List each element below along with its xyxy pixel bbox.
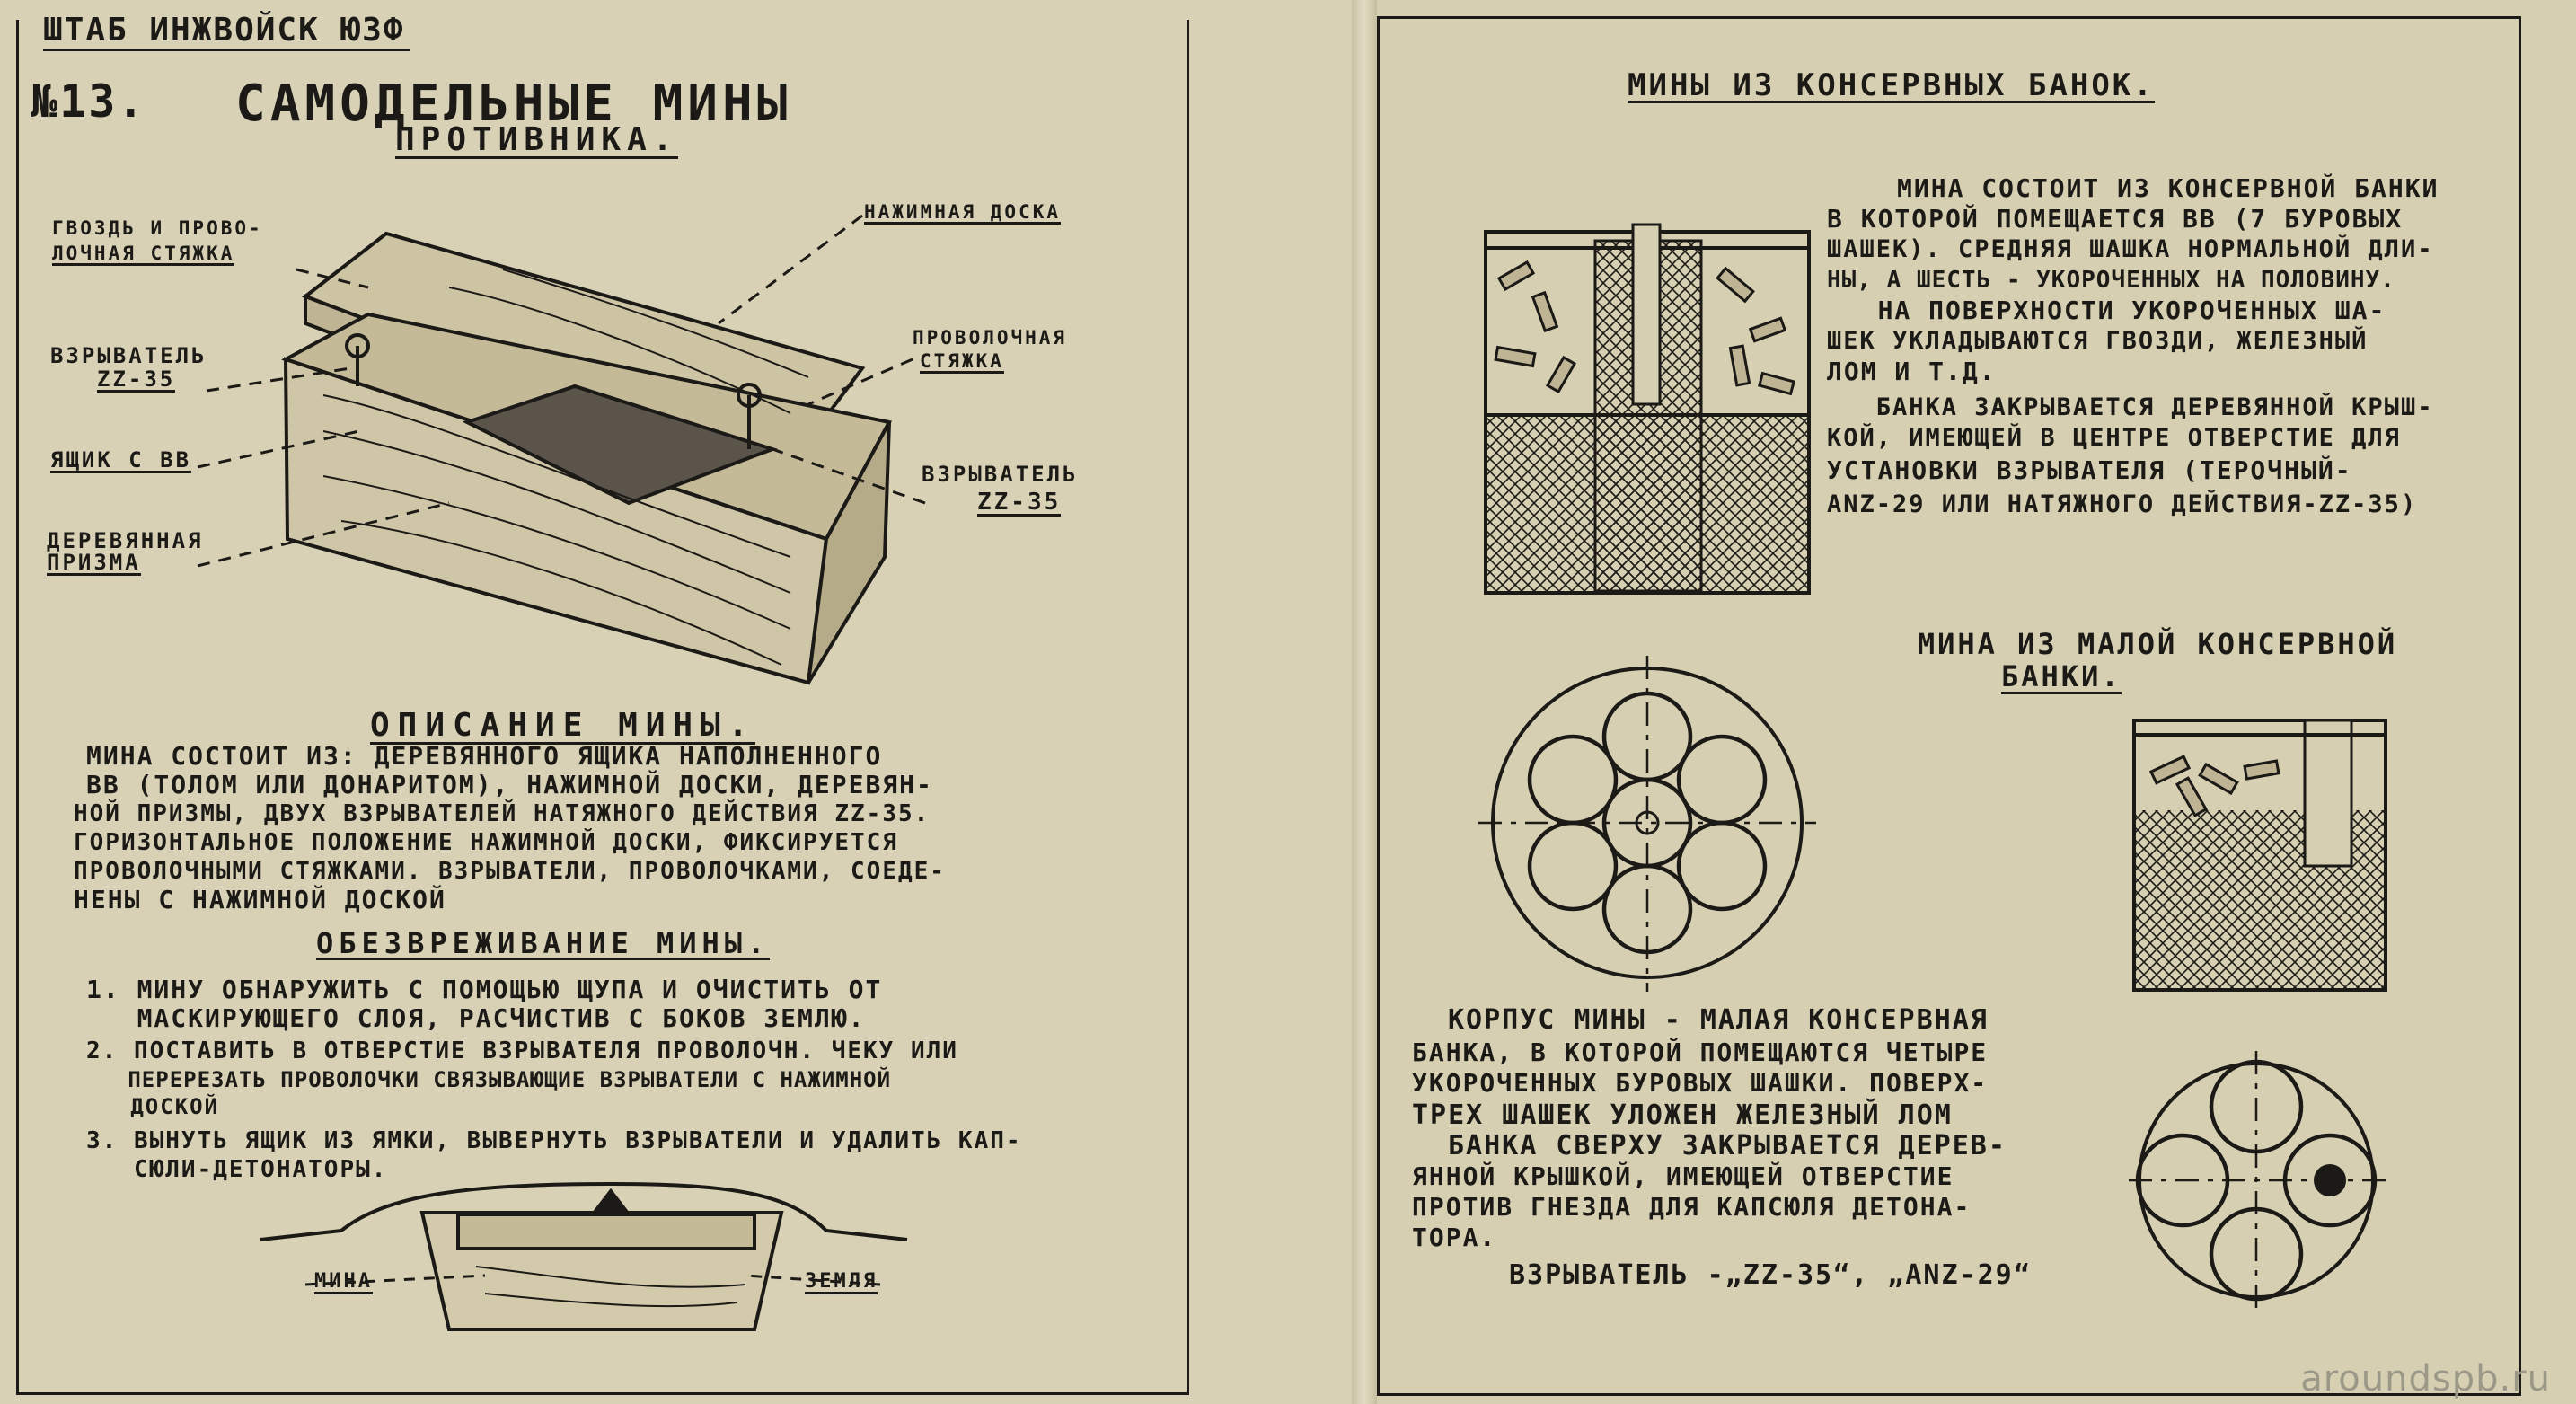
label-fuze-left-1: ВЗРЫВАТЕЛЬ bbox=[50, 343, 207, 368]
defuse-line: СЮЛИ-ДЕТОНАТОРЫ. bbox=[86, 1156, 388, 1183]
defuse-title: ОБЕЗВРЕЖИВАНИЕ МИНЫ. bbox=[316, 926, 771, 960]
description-line: МИНА СОСТОИТ ИЗ: ДЕРЕВЯННОГО ЯЩИКА НАПОЛ… bbox=[86, 741, 883, 771]
text2-line: ТРЕХ ШАШЕК УЛОЖЕН ЖЕЛЕЗНЫЙ ЛОМ bbox=[1412, 1099, 1953, 1131]
defuse-line: 3. ВЫНУТЬ ЯЩИК ИЗ ЯМКИ, ВЫВЕРНУТЬ ВЗРЫВА… bbox=[86, 1127, 1022, 1154]
label-fuze-left-2: ZZ-35 bbox=[97, 366, 176, 393]
text1-line: МИНА СОСТОИТ ИЗ КОНСЕРВНОЙ БАНКИ bbox=[1897, 173, 2439, 203]
label-fuze-right-2: ZZ-35 bbox=[977, 489, 1062, 517]
text2-line: БАНКА, В КОТОРОЙ ПОМЕЩАЮТСЯ ЧЕТЫРЕ bbox=[1412, 1038, 1989, 1067]
page-subtitle: ПРОТИВНИКА. bbox=[395, 121, 679, 159]
label-box: ЯЩИК С ВВ bbox=[50, 447, 192, 473]
fuze-types: ВЗРЫВАТЕЛЬ -„ZZ-35“, „ANZ-29“ bbox=[1509, 1259, 2032, 1291]
ground-label-mine: МИНА bbox=[314, 1270, 373, 1294]
defuse-line: ПЕРЕРЕЗАТЬ ПРОВОЛОЧКИ СВЯЗЫВАЮЩИЕ ВЗРЫВА… bbox=[86, 1067, 892, 1092]
text1-line: ЛОМ И Т.Д. bbox=[1827, 357, 1997, 386]
text2-line: УКОРОЧЕННЫХ БУРОВЫХ ШАШКИ. ПОВЕРХ- bbox=[1412, 1068, 1989, 1098]
box-mine-drawing bbox=[197, 214, 926, 1331]
left-page bbox=[0, 0, 1365, 1404]
defuse-line: 1. МИНУ ОБНАРУЖИТЬ С ПОМОЩЬЮ ЩУПА И ОЧИС… bbox=[86, 975, 883, 1004]
text1-line: НЫ, А ШЕСТЬ - УКОРОЧЕННЫХ НА ПОЛОВИНУ. bbox=[1827, 267, 2395, 294]
text1-line: БАНКА ЗАКРЫВАЕТСЯ ДЕРЕВЯННОЙ КРЫШ- bbox=[1827, 393, 2434, 421]
defuse-line: ДОСКОЙ bbox=[86, 1094, 220, 1119]
text2-line: БАНКА СВЕРХУ ЗАКРЫВАЕТСЯ ДЕРЕВ- bbox=[1448, 1130, 2007, 1161]
label-pressure-board: НАЖИМНАЯ ДОСКА bbox=[864, 201, 1062, 225]
description-title: ОПИСАНИЕ МИНЫ. bbox=[370, 707, 756, 745]
text1-line: КОЙ, ИМЕЮЩЕЙ В ЦЕНТРЕ ОТВЕРСТИЕ ДЛЯ bbox=[1827, 424, 2401, 452]
label-wire-tie-1: ПРОВОЛОЧНАЯ bbox=[913, 327, 1068, 349]
page-fold bbox=[1352, 0, 1377, 1404]
text1-line: ШАШЕК). СРЕДНЯЯ ШАШКА НОРМАЛЬНОЙ ДЛИ- bbox=[1827, 235, 2434, 263]
label-prism-2: ПРИЗМА bbox=[47, 550, 141, 576]
text1-line: ANZ-29 ИЛИ НАТЯЖНОГО ДЕЙСТВИЯ-ZZ-35) bbox=[1827, 490, 2418, 518]
text2-line: ПРОТИВ ГНЕЗДА ДЛЯ КАПСЮЛЯ ДЕТОНА- bbox=[1412, 1192, 1972, 1222]
text1-line: УСТАНОВКИ ВЗРЫВАТЕЛЯ (ТЕРОЧНЫЙ- bbox=[1827, 455, 2352, 485]
left-frame bbox=[16, 20, 1189, 1395]
text1-line: В КОТОРОЙ ПОМЕЩАЕТСЯ ВВ (7 БУРОВЫХ bbox=[1827, 204, 2404, 234]
unit-header: ШТАБ ИНЖВОЙСК ЮЗФ bbox=[43, 14, 410, 51]
text2-line: ЯННОЙ КРЫШКОЙ, ИМЕЮЩЕЙ ОТВЕРСТИЕ bbox=[1412, 1161, 1954, 1191]
right-frame bbox=[1377, 16, 2521, 1396]
defuse-line: МАСКИРУЮЩЕГО СЛОЯ, РАСЧИСТИВ С БОКОВ ЗЕМ… bbox=[86, 1003, 866, 1033]
description-line: ПРОВОЛОЧНЫМИ СТЯЖКАМИ. ВЗРЫВАТЕЛИ, ПРОВО… bbox=[74, 858, 946, 885]
description-line: ГОРИЗОНТАЛЬНОЕ ПОЛОЖЕНИЕ НАЖИМНОЙ ДОСКИ,… bbox=[74, 829, 898, 856]
label-fuze-right-1: ВЗРЫВАТЕЛЬ bbox=[922, 462, 1079, 487]
text1-line: ШЕК УКЛАДЫВАЮТСЯ ГВОЗДИ, ЖЕЛЕЗНЫЙ bbox=[1827, 327, 2369, 355]
title2-line-1: МИНА ИЗ МАЛОЙ КОНСЕРВНОЙ bbox=[1917, 627, 2398, 661]
label-nail-2: ЛОЧНАЯ СТЯЖКА bbox=[52, 243, 235, 266]
label-prism-1: ДЕРЕВЯННАЯ bbox=[47, 528, 204, 553]
label-wire-tie-2: СТЯЖКА bbox=[920, 350, 1004, 374]
text2-line: ТОРА. bbox=[1412, 1223, 1497, 1252]
page-number: №13. bbox=[31, 75, 146, 128]
text2-line: КОРПУС МИНЫ - МАЛАЯ КОНСЕРВНАЯ bbox=[1448, 1004, 1989, 1036]
label-nail-1: ГВОЗДЬ И ПРОВО- bbox=[52, 217, 263, 239]
text1-line: НА ПОВЕРХНОСТИ УКОРОЧЕННЫХ ША- bbox=[1827, 296, 2386, 325]
title2-line-2: БАНКИ. bbox=[2001, 659, 2122, 694]
description-line: НОЙ ПРИЗМЫ, ДВУХ ВЗРЫВАТЕЛЕЙ НАТЯЖНОГО Д… bbox=[74, 800, 931, 827]
description-line: НЕНЫ С НАЖИМНОЙ ДОСКОЙ bbox=[74, 885, 446, 914]
page-title: САМОДЕЛЬНЫЕ МИНЫ bbox=[235, 75, 792, 133]
watermark: aroundspb.ru bbox=[2300, 1358, 2551, 1400]
right-title: МИНЫ ИЗ КОНСЕРВНЫХ БАНОК. bbox=[1628, 67, 2155, 103]
description-line: ВВ (ТОЛОМ ИЛИ ДОНАРИТОМ), НАЖИМНОЙ ДОСКИ… bbox=[86, 770, 933, 799]
defuse-line: 2. ПОСТАВИТЬ В ОТВЕРСТИЕ ВЗРЫВАТЕЛЯ ПРОВ… bbox=[86, 1038, 958, 1064]
